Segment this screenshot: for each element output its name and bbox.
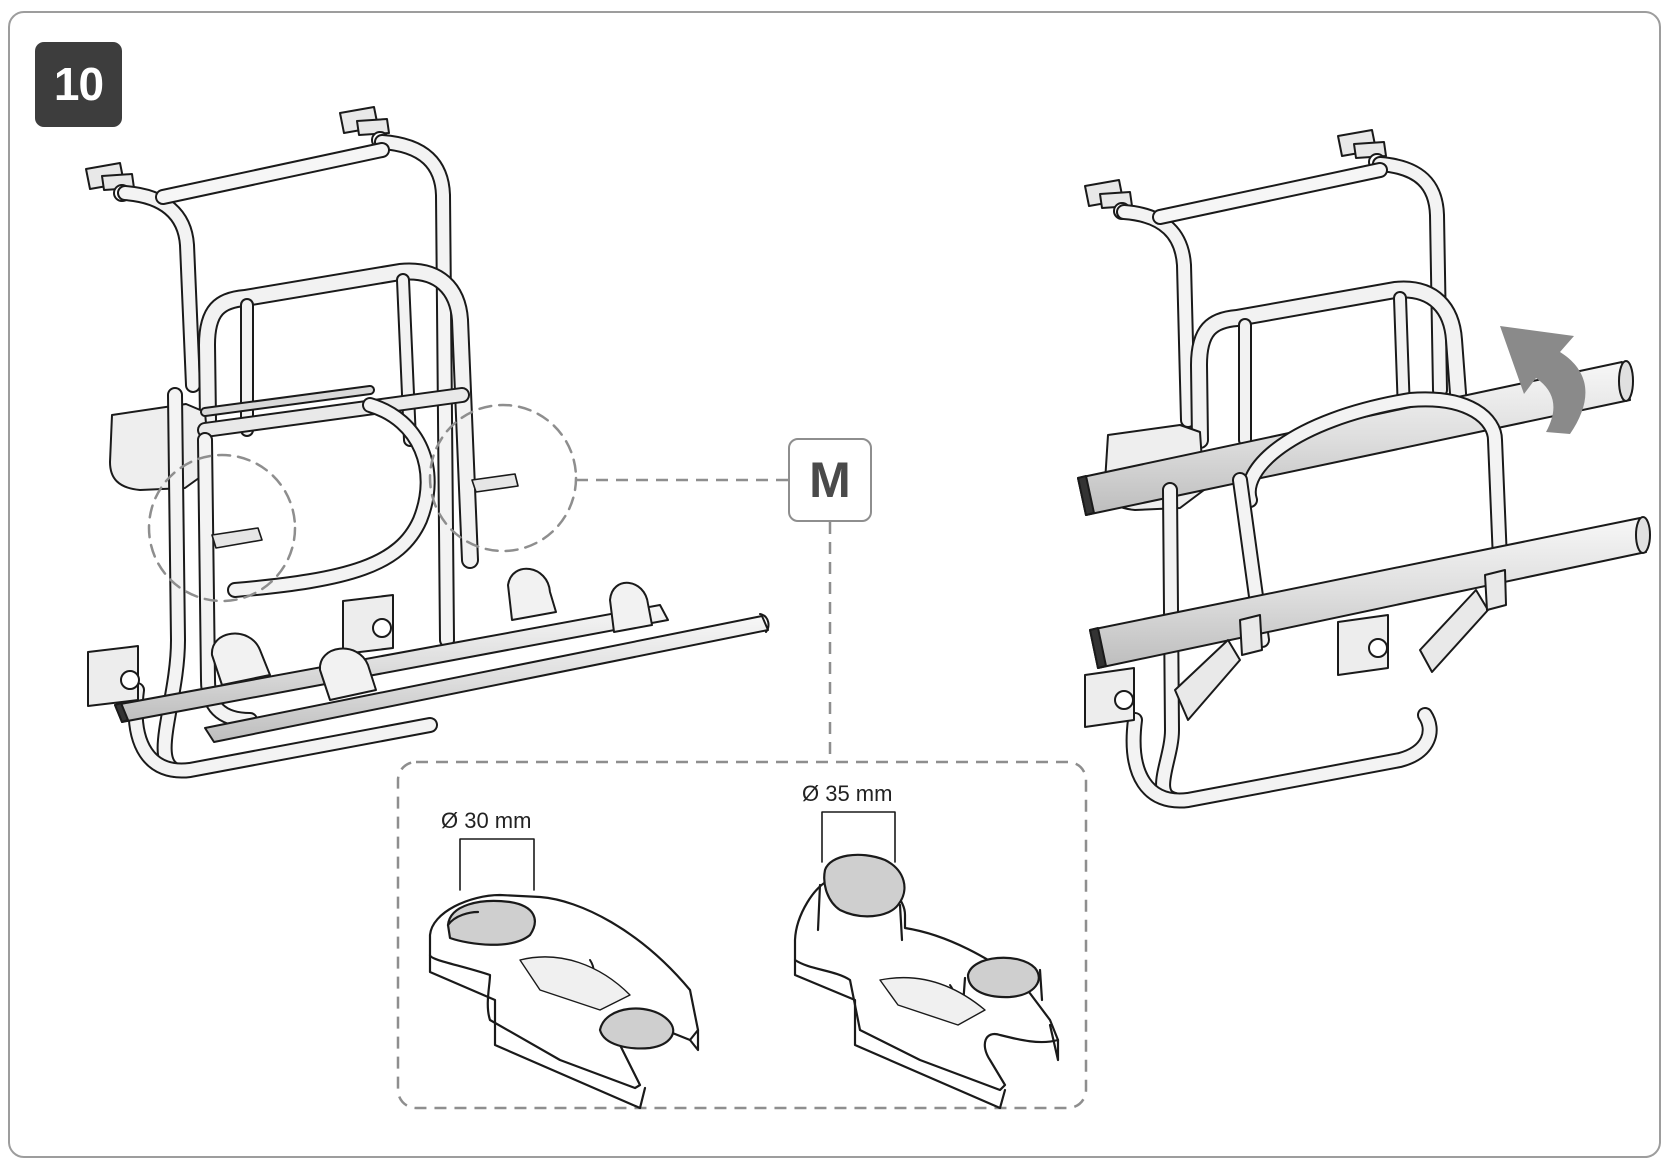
dimension-label-35mm: Ø 35 mm	[802, 781, 893, 806]
wheel-straps-folded	[1174, 569, 1507, 721]
panel-border	[8, 11, 1661, 1158]
raised-rail-lower	[1089, 516, 1651, 669]
mounting-plates-right	[1084, 614, 1389, 728]
callout-label-m: M	[788, 438, 872, 522]
frame-holder-30mm-illustration	[428, 838, 700, 1110]
curved-arrow-up-icon	[1500, 326, 1586, 434]
bike-rack-raised-illustration	[1077, 129, 1651, 809]
upper-frame	[117, 134, 455, 648]
wheel-straps	[210, 567, 653, 701]
step-number-badge: 10	[35, 42, 122, 127]
dimension-label-30mm: Ø 30 mm	[441, 808, 532, 833]
inner-arch-right	[1190, 280, 1469, 449]
detail-circles	[147, 403, 578, 603]
inner-arch-frame	[198, 262, 479, 569]
frame-holder-mount-points	[211, 473, 519, 549]
frame-holder-35mm-illustration	[793, 811, 1060, 1110]
callout-leader-lines	[396, 478, 1088, 1110]
bike-rack-lowered-illustration	[85, 106, 770, 779]
wheel-rails-lowered	[114, 604, 770, 743]
mounting-plates	[87, 594, 394, 707]
cross-bar	[197, 385, 470, 438]
light-housing	[109, 403, 211, 491]
lower-frame	[127, 387, 438, 779]
upper-frame-right	[1116, 156, 1448, 428]
